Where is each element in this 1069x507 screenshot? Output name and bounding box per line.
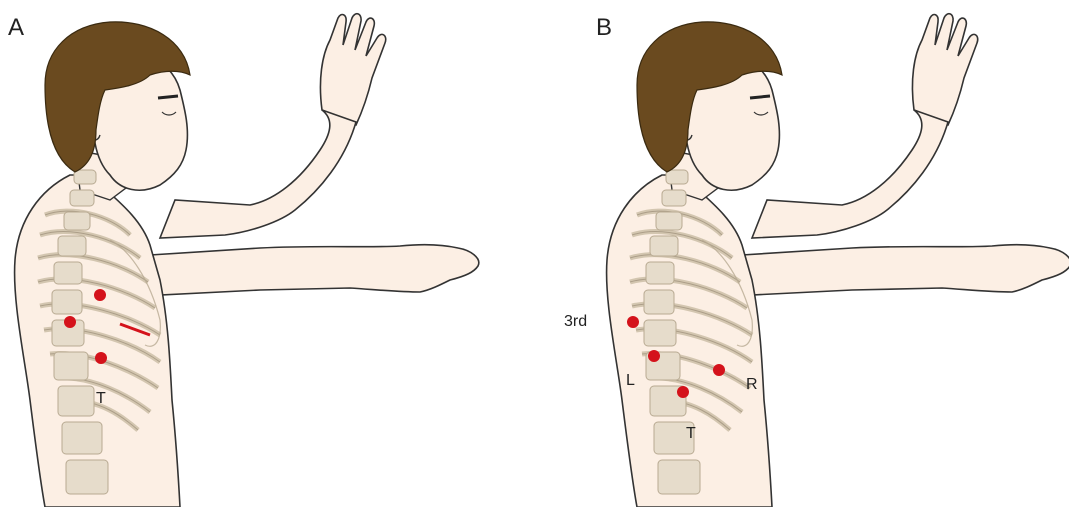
- torso: [607, 175, 772, 507]
- marker-dot: [64, 316, 76, 328]
- raised-arm: [160, 110, 356, 238]
- marker-dot: [94, 289, 106, 301]
- panel-letter: A: [8, 14, 24, 42]
- label-r: R: [746, 376, 758, 394]
- panel-letter: B: [596, 14, 612, 42]
- raised-arm: [752, 110, 948, 238]
- outstretched-arm: [150, 245, 479, 295]
- label-3rd: 3rd: [564, 313, 587, 331]
- label-t: T: [686, 425, 696, 443]
- raised-hand: [912, 14, 977, 125]
- panel-b: B 3rd L R T: [592, 0, 1069, 507]
- outstretched-arm: [742, 245, 1069, 295]
- patient-illustration-a: [0, 0, 520, 507]
- panel-a: A T: [0, 0, 520, 507]
- eyebrow: [750, 96, 770, 98]
- torso: [15, 175, 180, 507]
- marker-dot: [627, 316, 639, 328]
- label-t: T: [96, 390, 106, 408]
- patient-illustration-b: [592, 0, 1069, 507]
- eyebrow: [158, 96, 178, 98]
- marker-dot: [648, 350, 660, 362]
- marker-dot: [713, 364, 725, 376]
- raised-hand: [320, 14, 385, 125]
- marker-dot: [95, 352, 107, 364]
- marker-dot: [677, 386, 689, 398]
- label-l: L: [626, 372, 635, 390]
